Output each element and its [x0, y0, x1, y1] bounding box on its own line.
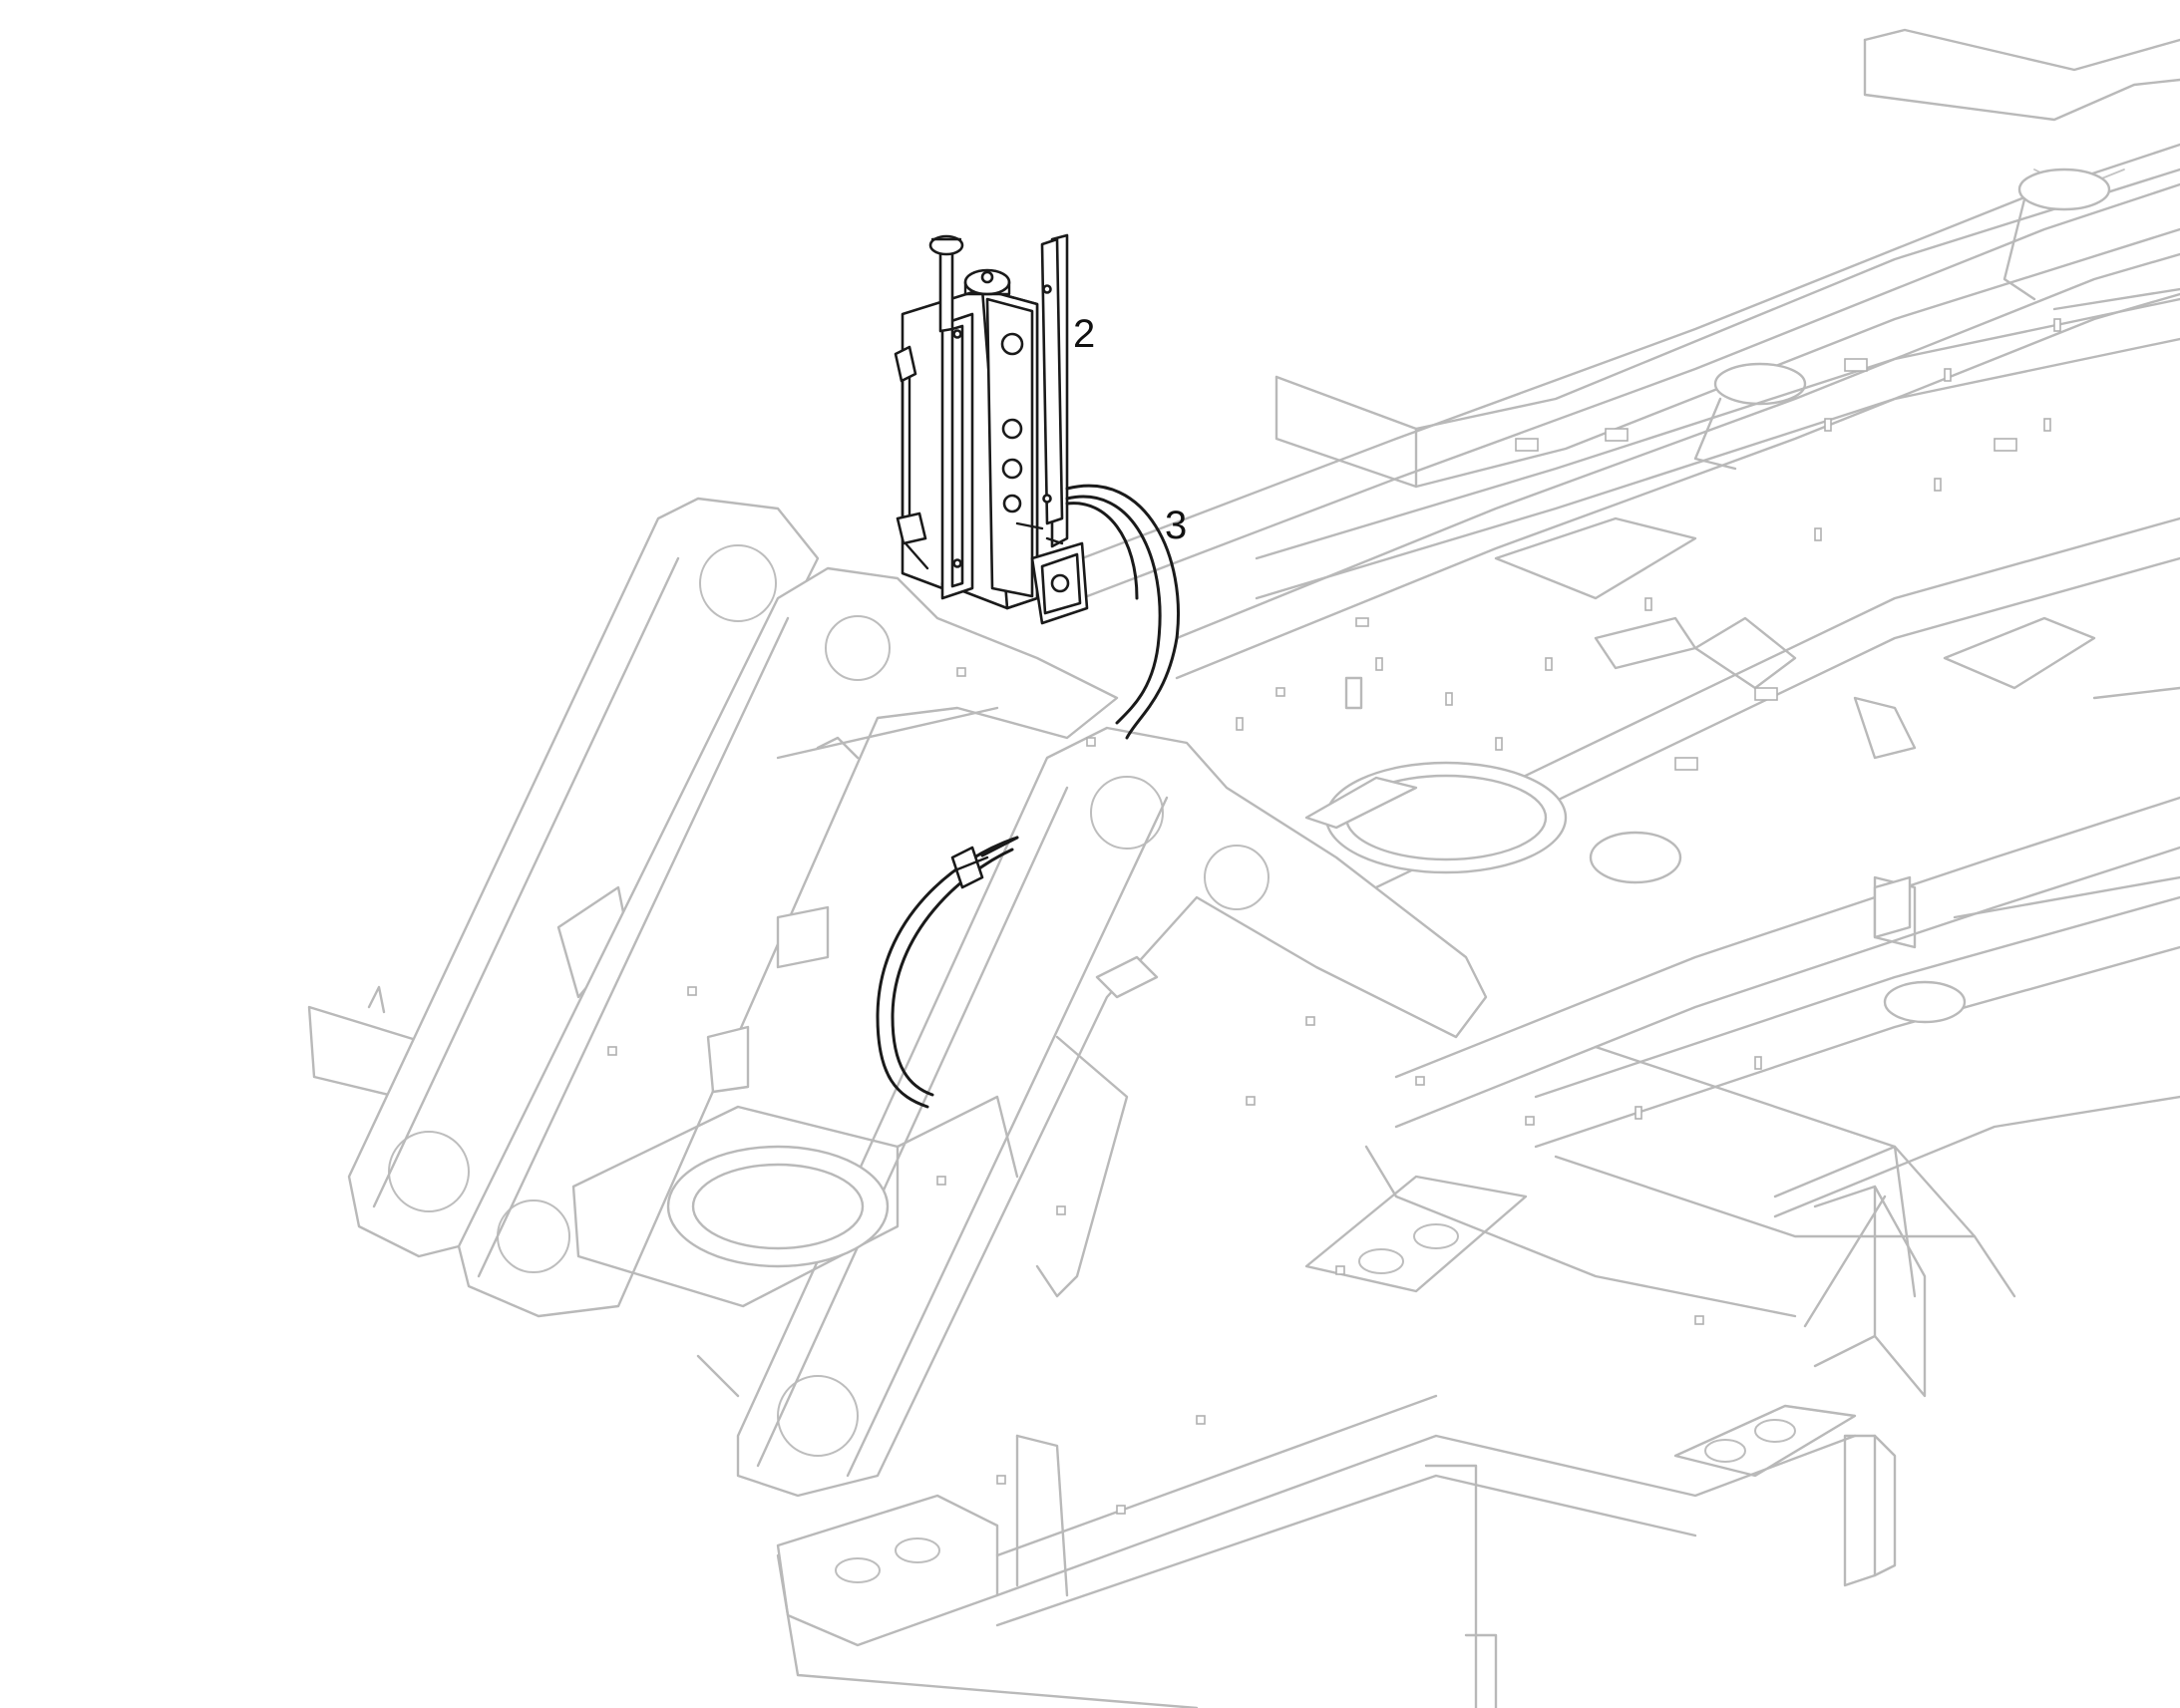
lift-arm-front	[736, 726, 1488, 1498]
callout-2: 2	[1073, 312, 1095, 356]
front-tray	[776, 1394, 1857, 1708]
callout-3: 3	[1165, 504, 1187, 547]
upper-rails	[1080, 28, 2180, 680]
rear-crossmember	[1304, 1145, 1927, 1587]
hose-assembly[interactable]	[876, 484, 1180, 1109]
frame-blocks	[706, 616, 1912, 1094]
frame-rivets	[607, 318, 2061, 1515]
tank-assembly[interactable]	[894, 233, 1089, 625]
lift-arm-mid	[457, 566, 1119, 1318]
lift-arm-rear	[347, 497, 820, 1258]
arm-base-box	[571, 1095, 1019, 1398]
chassis-frame	[307, 28, 2180, 1708]
callout-labels: 2 3	[1073, 312, 1187, 547]
